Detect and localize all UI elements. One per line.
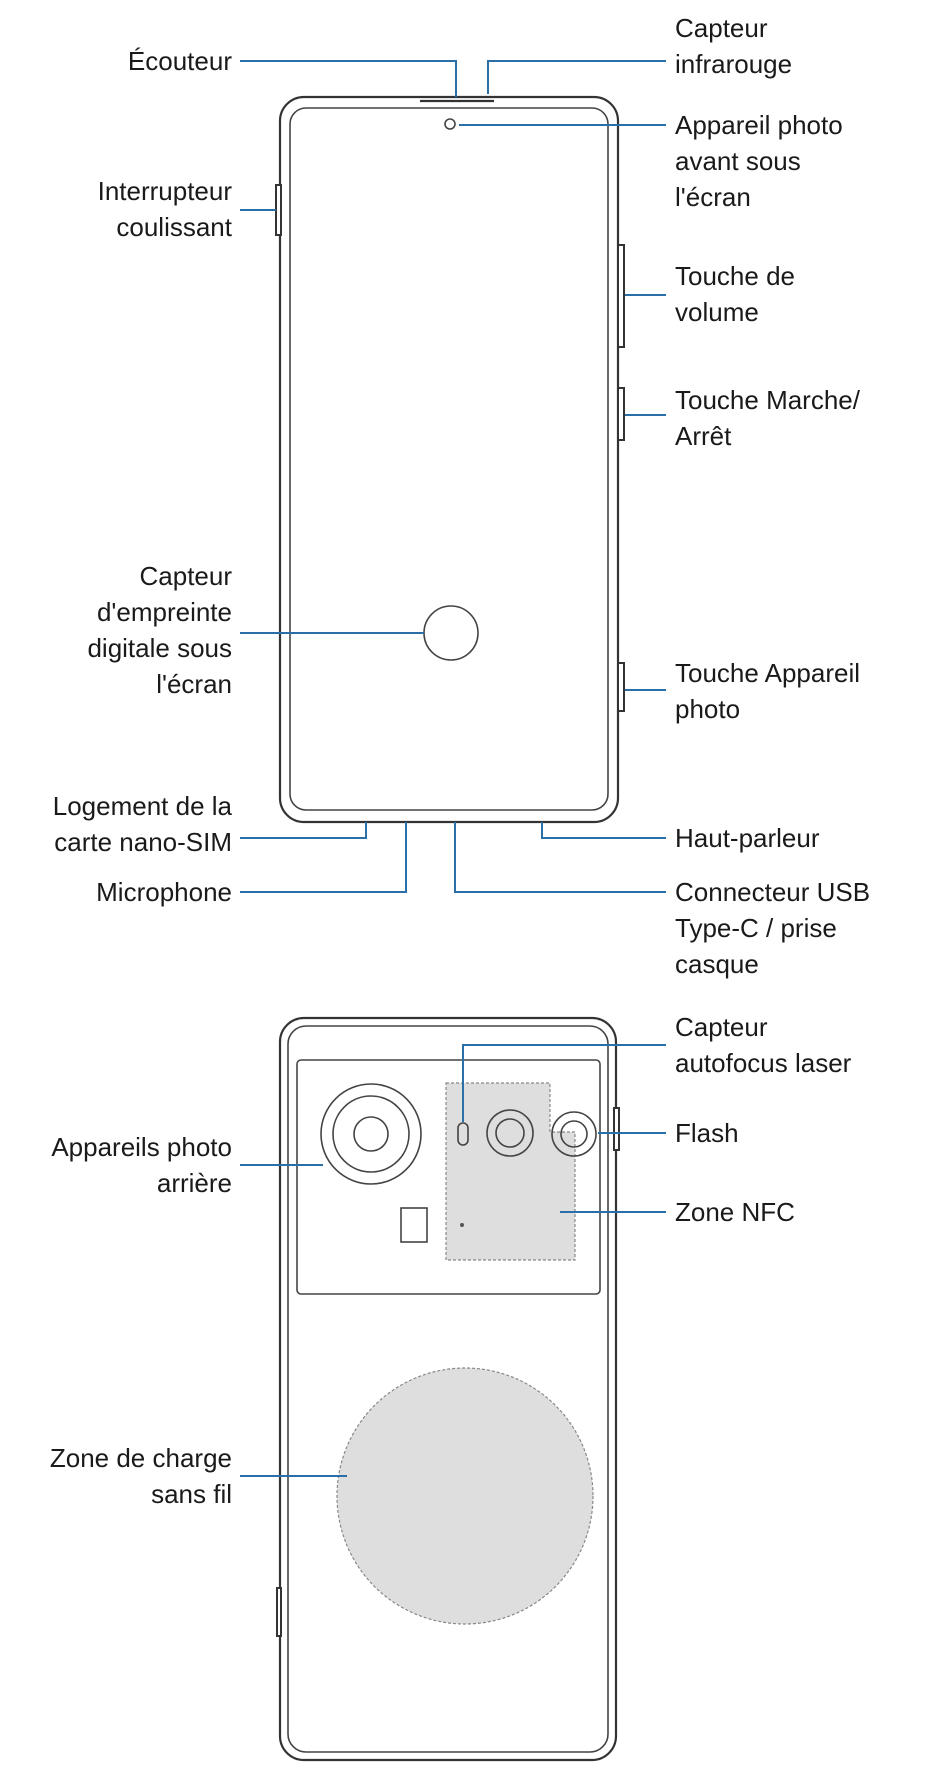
back-body-outline [278,1016,618,1762]
leader-nano-sim [240,822,367,839]
label-flash: Flash [675,1118,739,1148]
label-slide-switch: Interrupteur coulissant [97,176,232,242]
laser-sensor-shape [457,1122,469,1146]
leader-usb [454,822,666,893]
front-camera-hole [444,118,456,130]
flash-inner [560,1120,588,1148]
small-sensor-shape [400,1207,428,1243]
leader-infrared [487,60,666,94]
second-lens-outer [486,1109,534,1157]
label-fingerprint-sensor: Capteur d'empreinte digitale sous l'écra… [87,561,232,699]
front-screen-outline [289,107,609,811]
label-camera-key: Touche Appareil photo [675,658,861,724]
label-wireless-charging: Zone de charge sans fil [49,1443,232,1509]
label-nano-sim-slot: Logement de la carte nano-SIM [52,791,232,857]
leader-lines [240,60,666,1477]
front-body-outline [278,95,620,824]
camera-key-shape [617,662,625,712]
main-lens-outer [320,1083,422,1185]
label-rear-cameras: Appareils photo arrière [51,1132,232,1198]
back-left-key-shape [276,1587,282,1637]
slide-switch-shape [275,184,282,236]
leader-laser-af [462,1044,666,1122]
label-infrared-sensor: Capteur infrarouge [675,13,793,79]
leader-earpiece [240,60,457,97]
volume-key-shape [617,244,625,348]
label-front-camera: Appareil photo avant sous l'écran [675,110,843,212]
label-volume-key: Touche de volume [675,261,795,327]
wireless-charging-circle [336,1367,594,1625]
nfc-zone-shape [445,1082,576,1261]
phone-front-view [275,95,625,824]
flash-outer [551,1111,597,1157]
phone-back-view [276,1016,620,1762]
label-laser-af-sensor: Capteur autofocus laser [675,1012,852,1078]
camera-module-outline [296,1059,601,1295]
main-lens-mid [332,1095,410,1173]
label-earpiece: Écouteur [127,46,232,76]
label-nfc-zone: Zone NFC [675,1197,795,1227]
back-inner-outline [287,1025,609,1753]
second-lens-inner [495,1118,525,1148]
main-lens-inner [353,1116,389,1152]
fingerprint-circle [423,605,479,661]
back-side-key-shape [613,1107,620,1151]
label-power-key: Touche Marche/ Arrêt [675,385,860,451]
nfc-dot [460,1223,464,1227]
leader-microphone [240,822,407,893]
label-usb-connector: Connecteur USB Type-C / prise casque [675,877,871,979]
label-microphone: Microphone [96,877,232,907]
label-speaker: Haut-parleur [675,823,820,853]
power-key-shape [617,387,625,441]
leader-speaker [541,822,666,839]
